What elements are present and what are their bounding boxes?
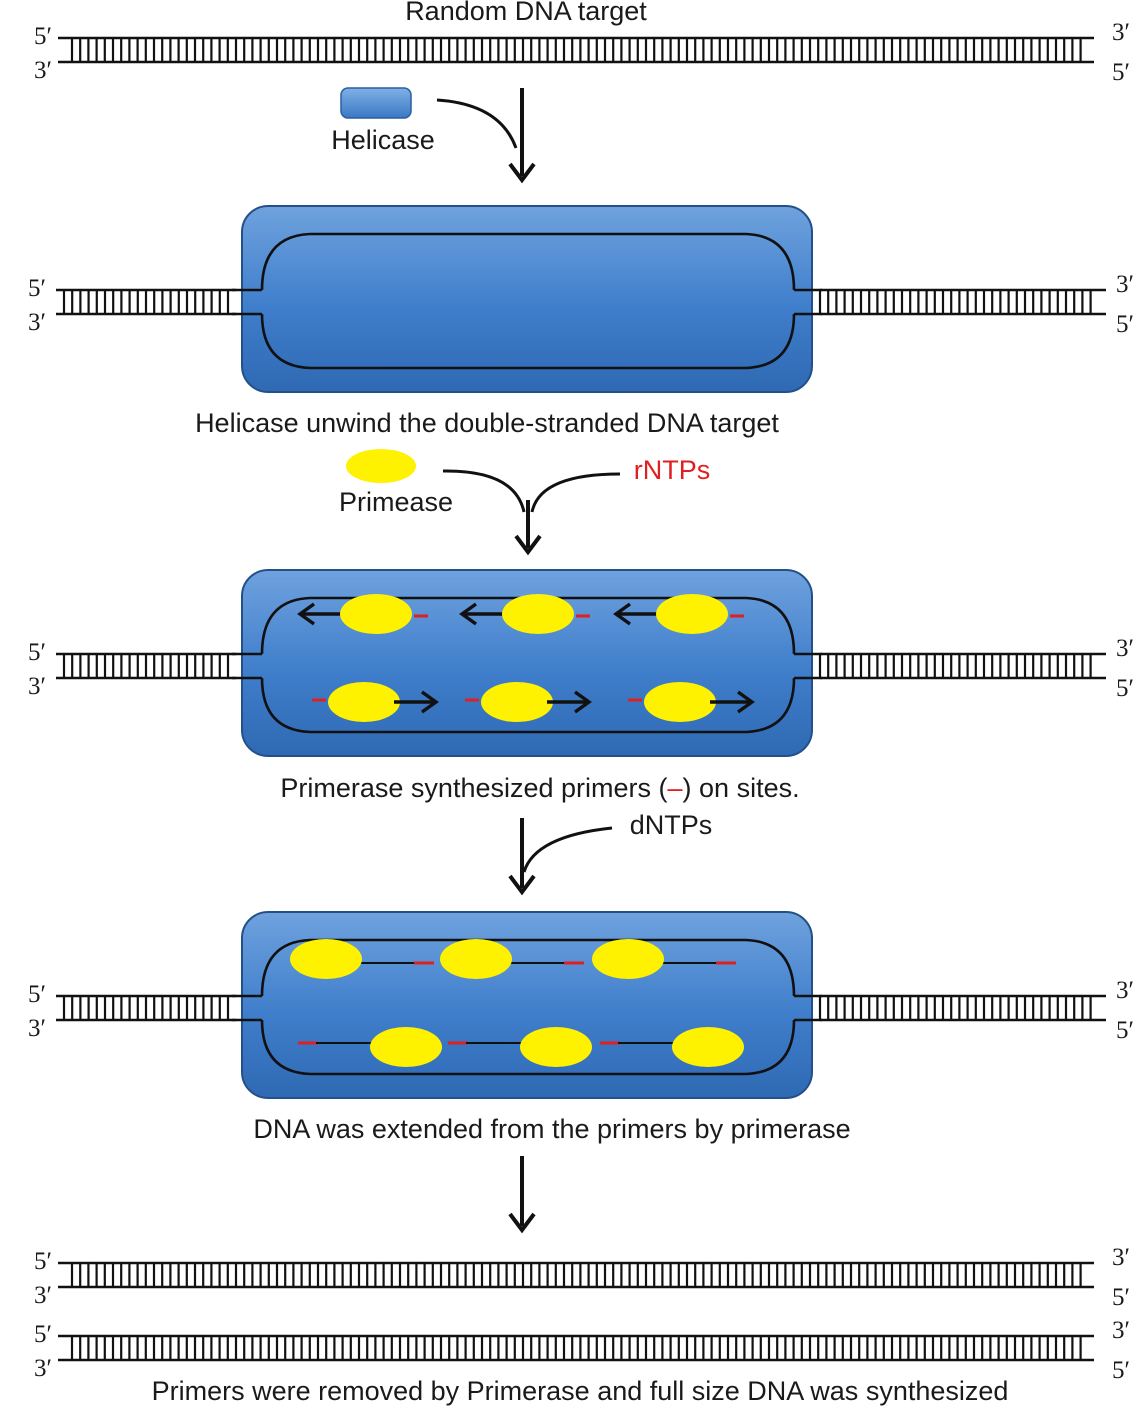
- dntps-label: dNTPs: [630, 810, 713, 840]
- primease-label: Primease: [339, 487, 453, 517]
- bubble3-right-5-label: 5′: [1116, 675, 1134, 702]
- s3-caption: Primerase synthesized primers (–) on sit…: [280, 773, 799, 803]
- down-arrow-3: [508, 818, 536, 896]
- s3-caption-pre: Primerase synthesized primers (: [280, 773, 667, 803]
- primase-lower-1: [328, 682, 400, 722]
- s1-caption: Random DNA target: [405, 0, 647, 26]
- bubble3-left-5-label: 5′: [28, 639, 46, 666]
- bubble2-left-3-label: 3′: [28, 309, 46, 336]
- dna5b-right-5-label: 5′: [1112, 1357, 1130, 1384]
- bubble4-top-strand: [260, 938, 796, 997]
- bubble3-bottom-strand: [260, 677, 796, 734]
- primer-dash-symbol: –: [668, 773, 683, 803]
- bubble2-right-3-label: 3′: [1116, 271, 1134, 298]
- primase-ext-upper-2: [440, 939, 512, 979]
- dna5a-left-5-label: 5′: [34, 1248, 52, 1275]
- bubble4-left-3-label: 3′: [28, 1015, 46, 1042]
- primase-upper-2: [502, 594, 574, 634]
- down-arrow-4: [508, 1156, 536, 1234]
- primase-ext-lower-2: [520, 1027, 592, 1067]
- primease-feed-arrow: [442, 469, 526, 513]
- primase-ext-upper-1: [290, 939, 362, 979]
- bubble2-right-5-label: 5′: [1116, 311, 1134, 338]
- dna5b-left-3-label: 3′: [34, 1355, 52, 1382]
- bubble2-bottom-strand: [260, 313, 796, 370]
- dna1-right-3-label: 3′: [1112, 19, 1130, 46]
- primase-ext-lower-1: [370, 1027, 442, 1067]
- dna5b-left-5-label: 5′: [34, 1321, 52, 1348]
- dna5a-left-3-label: 3′: [34, 1282, 52, 1309]
- s5-caption: Primers were removed by Primerase and fu…: [152, 1376, 1009, 1406]
- dna-duplex-product-1: 5′ 3′ 3′ 5′: [34, 1244, 1130, 1311]
- primease-icon: [346, 449, 416, 483]
- dna5a-right-5-label: 5′: [1112, 1284, 1130, 1311]
- bubble2-top-strand: [260, 232, 796, 291]
- bubble2-left-5-label: 5′: [28, 275, 46, 302]
- dna-duplex-product-2: 5′ 3′ 3′ 5′: [34, 1317, 1130, 1384]
- bubble2-enzyme-box: [241, 205, 813, 393]
- dntps-feed-arrow: [522, 826, 613, 873]
- down-arrow-1: [508, 88, 536, 184]
- bubble3-left-3-label: 3′: [28, 673, 46, 700]
- s2-caption: Helicase unwind the double-stranded DNA …: [195, 408, 779, 438]
- dna5b-right-3-label: 3′: [1112, 1317, 1130, 1344]
- bubble3-right-3-label: 3′: [1116, 635, 1134, 662]
- dna1-right-5-label: 5′: [1112, 59, 1130, 86]
- bubble4-bottom-strand: [260, 1019, 796, 1076]
- rntps-label: rNTPs: [634, 455, 711, 485]
- bubble4-left-5-label: 5′: [28, 981, 46, 1008]
- bubble4-right-5-label: 5′: [1116, 1017, 1134, 1044]
- helicase-label: Helicase: [331, 125, 435, 155]
- down-arrow-2: [514, 500, 542, 556]
- unwound-bubble-1: 5′ 3′ 3′ 5′: [28, 205, 1134, 393]
- primase-lower-2: [481, 682, 553, 722]
- dna1-left-5-label: 5′: [34, 23, 52, 50]
- s3-caption-post: ) on sites.: [683, 773, 800, 803]
- dna1-left-3-label: 3′: [34, 57, 52, 84]
- primase-ext-upper-3: [592, 939, 664, 979]
- rntps-feed-arrow: [530, 472, 621, 513]
- unwound-bubble-3: 5′ 3′ 3′ 5′: [28, 911, 1134, 1099]
- s4-caption: DNA was extended from the primers by pri…: [253, 1114, 850, 1144]
- primase-upper-3: [656, 594, 728, 634]
- primase-ext-lower-3: [672, 1027, 744, 1067]
- dna-duplex-target: 5′ 3′ 3′ 5′: [34, 19, 1130, 86]
- primase-upper-1: [340, 594, 412, 634]
- primase-lower-3: [644, 682, 716, 722]
- unwound-bubble-2: 5′ 3′ 3′ 5′: [28, 569, 1134, 757]
- helicase-feed-arrow: [436, 98, 518, 149]
- dna5a-right-3-label: 3′: [1112, 1244, 1130, 1271]
- helicase-icon: [340, 87, 412, 119]
- bubble4-right-3-label: 3′: [1116, 977, 1134, 1004]
